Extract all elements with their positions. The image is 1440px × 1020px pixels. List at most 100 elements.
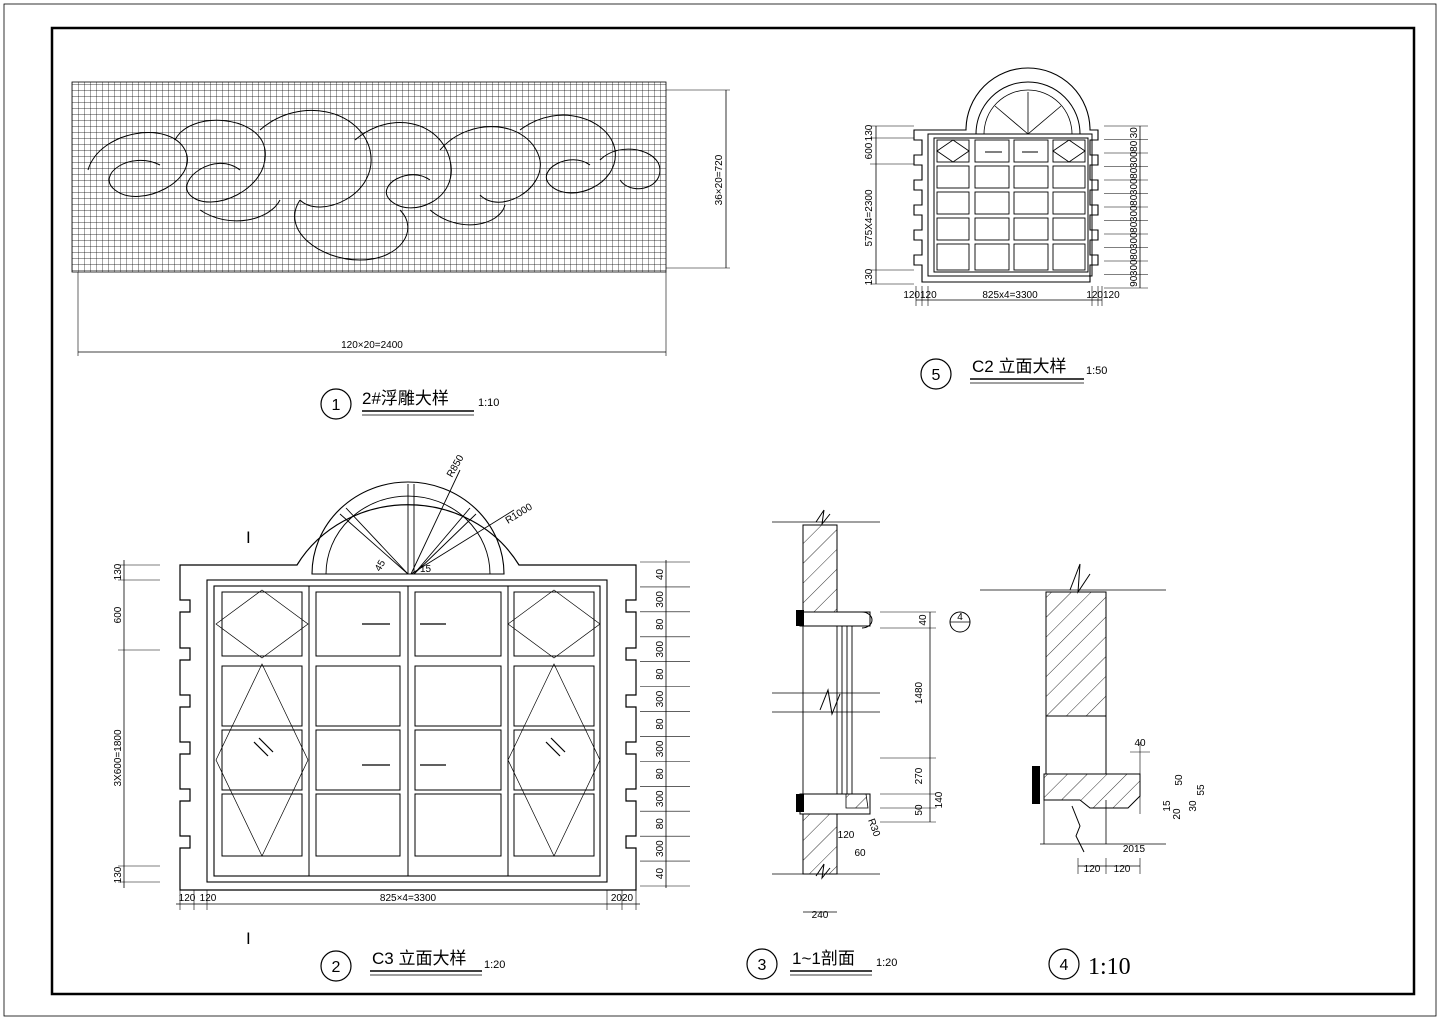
v2-right-dims: 40 300 80 300 80 300 80 300 80 300 80 300 40 [640, 561, 690, 887]
v4-dim-2015: 2015 [1123, 844, 1146, 855]
relief-ornament-curves [87, 109, 661, 261]
dim-value: 80 [655, 718, 666, 730]
dim-value: 90 [1129, 275, 1140, 287]
sheet-outer-border [3, 3, 1437, 1017]
dim-value: 80 [655, 818, 666, 830]
v3-dim-r30: R30 [865, 817, 882, 838]
dim-value: 300 [655, 790, 666, 807]
v3-title: 1~1剖面 [792, 949, 855, 968]
v3-number: 3 [758, 957, 767, 974]
dim-value: 40 [655, 868, 666, 880]
view-3-section: 40 1480 270 50 140 R30 120 60 240 4 3 1~… [746, 509, 971, 980]
dim-value: 300 [1129, 205, 1140, 222]
v5-dim-bottom-left: 120120 [903, 290, 937, 301]
v4-dim-50: 50 [1174, 774, 1185, 786]
dim-value: 300 [655, 840, 666, 857]
v2-dim-top: 130 [113, 563, 124, 580]
view-4-detail: 40 50 55 30 20 15 2015 120 120 4 1:10 [980, 563, 1207, 980]
v5-dim-2300: 575X4=2300 [864, 189, 875, 246]
v2-radius-outer: R850 [445, 453, 467, 480]
v3-dim-120: 120 [838, 830, 855, 841]
v2-dim-600: 600 [113, 606, 124, 623]
v5-dim-600: 600 [864, 142, 875, 159]
v2-angle-b: 15 [420, 564, 432, 575]
v5-number: 5 [932, 367, 941, 384]
v2-title: C3 立面大样 [372, 949, 466, 968]
v3-dim-50: 50 [914, 804, 925, 816]
v5-dim-bottom-right: 120120 [1086, 290, 1120, 301]
v4-number: 4 [1060, 957, 1069, 974]
v1-width-dim: 120×20=2400 [341, 340, 403, 351]
v4-dim-55: 55 [1196, 784, 1207, 796]
v4-dim-15: 15 [1162, 800, 1173, 812]
v4-dim-120-b: 120 [1114, 864, 1131, 875]
dim-value: 300 [1129, 232, 1140, 249]
v5-title: C2 立面大样 [972, 357, 1066, 376]
dim-value: 40 [655, 568, 666, 580]
dim-value: 80 [1129, 194, 1140, 206]
dim-value: 80 [1129, 167, 1140, 179]
v3-dim-270: 270 [914, 767, 925, 784]
dim-value: 80 [1129, 221, 1140, 233]
v3-dim-140: 140 [934, 791, 945, 808]
v2-dim-bottom: 130 [113, 866, 124, 883]
v4-dim-120-a: 120 [1084, 864, 1101, 875]
v3-wall-lower [802, 813, 838, 875]
dim-value: 300 [1129, 259, 1140, 276]
v3-number-circle [746, 948, 778, 980]
v3-dim-1480: 1480 [914, 681, 925, 704]
v2-dim-bottom-right: 2020 [611, 893, 634, 904]
v3-wall-upper [802, 524, 838, 614]
v4-wall [1045, 591, 1107, 717]
v4-number-circle [1048, 948, 1080, 980]
v1-number: 1 [332, 397, 341, 414]
v2-number-circle [320, 950, 352, 982]
v3-callout-number: 4 [957, 612, 963, 623]
dim-value: 300 [655, 640, 666, 657]
v2-dim-bottom-left-2: 120 [200, 893, 217, 904]
relief-grid [71, 81, 667, 273]
view-5-c2-elevation: 130 600 575X4=2300 130 30803008030080300… [864, 67, 1148, 390]
v1-title: 2#浮雕大样 [362, 389, 449, 408]
v1-number-circle [320, 388, 352, 420]
v2-angle-a: 45 [373, 558, 388, 574]
dim-value: 300 [655, 591, 666, 608]
v2-dim-1800: 3X600=1800 [113, 729, 124, 786]
v5-scale: 1:50 [1086, 365, 1107, 377]
view-2-c3-elevation: R850 R1000 45 15 I I [113, 453, 690, 982]
v2-radius-inner: R1000 [504, 501, 535, 526]
v2-dim-bottom-left-1: 120 [179, 893, 196, 904]
dim-value: 300 [1129, 151, 1140, 168]
dim-value: 300 [655, 690, 666, 707]
dim-value: 300 [655, 740, 666, 757]
v5-dim-130-top: 130 [864, 124, 875, 141]
dim-value: 80 [655, 768, 666, 780]
dim-value: 80 [655, 668, 666, 680]
sheet-inner-border [50, 26, 1416, 996]
v1-height-dim: 36×20=720 [714, 154, 725, 205]
v1-scale: 1:10 [478, 397, 499, 409]
v2-number: 2 [332, 959, 341, 976]
dim-value: 80 [655, 618, 666, 630]
v4-dim-40: 40 [1134, 738, 1146, 749]
v3-dim-60: 60 [854, 848, 866, 859]
view-1-relief: 120×20=2400 36×20=720 1 2#浮雕大样 1:10 [71, 81, 730, 420]
dim-value: 30 [1129, 127, 1140, 139]
v5-dim-width: 825x4=3300 [982, 290, 1038, 301]
v4-scale: 1:10 [1088, 954, 1131, 980]
dim-value: 300 [1129, 178, 1140, 195]
v2-scale: 1:20 [484, 959, 505, 971]
v4-dim-30: 30 [1188, 800, 1199, 812]
dim-value: 80 [1129, 248, 1140, 260]
dim-value: 80 [1129, 140, 1140, 152]
v5-number-circle [920, 358, 952, 390]
v2-section-mark-bottom: I [246, 929, 251, 948]
v2-section-mark-top: I [246, 528, 251, 547]
v5-dim-130-bottom: 130 [864, 268, 875, 285]
v3-scale: 1:20 [876, 957, 897, 969]
v2-dim-width: 825×4=3300 [380, 893, 437, 904]
v3-dim-40: 40 [918, 614, 929, 626]
v4-dim-20: 20 [1172, 808, 1183, 820]
